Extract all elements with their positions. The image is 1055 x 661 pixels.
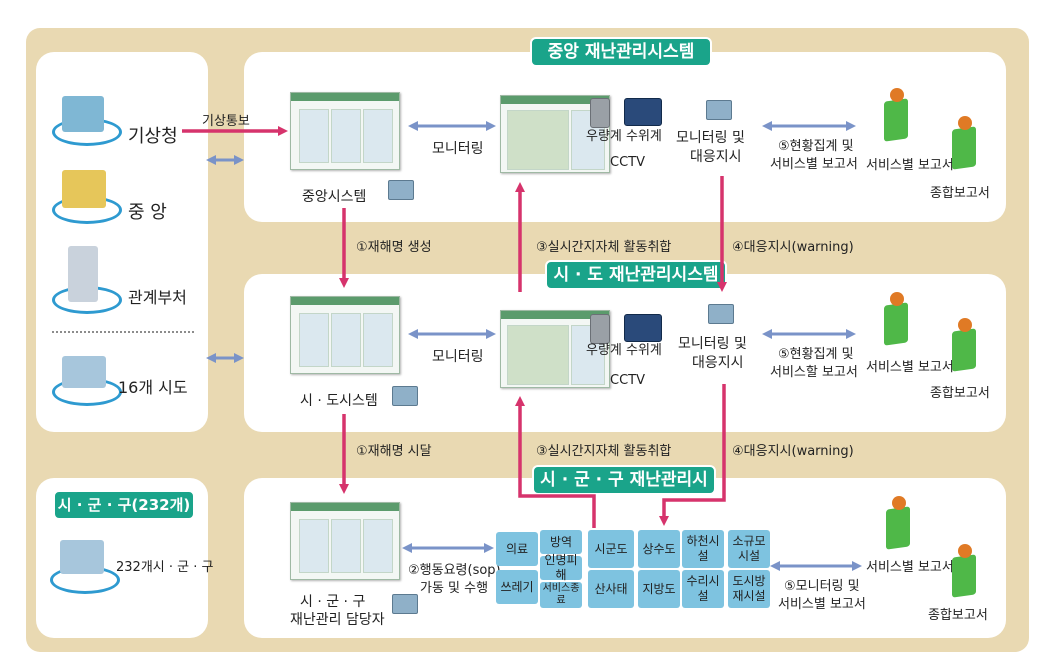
service-box-water-supply: 상수도 (638, 530, 680, 568)
central-service-report-icon-top (890, 88, 904, 102)
cities-label: 232개시 · 군 · 구 (116, 560, 214, 575)
arrow-realtime-1-label: ③실시간지자체 활동취합 (536, 240, 672, 255)
city-total-report-icon-top (958, 544, 972, 558)
service-box-city-road: 시군도 (588, 530, 634, 568)
city-sop-1: ②행동요령(sop) (408, 563, 501, 578)
cities-building-icon (60, 540, 104, 574)
central-monitor-screenshot (500, 95, 610, 173)
province-total-report-icon-top (958, 318, 972, 332)
service-box-waste: 쓰레기 (496, 570, 538, 604)
central-service-report-label: 서비스별 보고서 (866, 158, 954, 173)
service-box-small-facility: 소규모시설 (728, 530, 770, 568)
service-box-local-road: 지방도 (638, 570, 680, 608)
central-computer-icon (388, 180, 414, 200)
central-system-label: 중앙시스템 (302, 189, 367, 205)
arrow-deliver-label: ①재해명 시달 (356, 444, 432, 459)
city-service-report-label: 서비스별 보고서 (866, 560, 954, 575)
arrow-realtime-2-label: ③실시간지자체 활동취합 (536, 444, 672, 459)
province-service-report-icon-top (890, 292, 904, 306)
city-report-2: 서비스별 보고서 (778, 597, 866, 612)
city-banner: 시 · 군 · 구 재난관리시스템 (532, 465, 716, 516)
central-report-2: 서비스별 보고서 (770, 157, 858, 172)
provinces-label: 16개 시도 (118, 378, 188, 397)
central-monitoring-label: 모니터링 (432, 141, 484, 157)
central-system-screenshot (290, 92, 400, 170)
provinces-building-icon (62, 356, 106, 388)
province-water-label: 수위계 (626, 343, 662, 358)
left-divider (52, 331, 196, 333)
city-staff-2: 재난관리 담당자 (290, 612, 385, 628)
ministries-building-icon (68, 246, 98, 302)
arrow-command-2-label: ④대응지시(warning) (732, 444, 854, 459)
central-label: 중 앙 (128, 202, 167, 223)
province-total-report-label: 종합보고서 (930, 386, 990, 401)
central-monitor-cmd-2: 대응지시 (690, 149, 742, 165)
province-system-screenshot (290, 296, 400, 374)
city-count-banner: 시 · 군 · 구(232개) (53, 490, 195, 520)
central-water-label: 수위계 (626, 129, 662, 144)
command-2-arrow (659, 384, 726, 526)
central-water-gauge-icon (624, 98, 662, 126)
weather-building-icon (62, 96, 104, 132)
city-report-1: ⑤모니터링 및 (784, 579, 860, 594)
central-rain-gauge-icon (590, 98, 610, 128)
city-total-report-label: 종합보고서 (928, 608, 988, 623)
service-box-river: 하천시설 (682, 530, 724, 568)
service-box-irrigation: 수리시설 (682, 570, 724, 608)
province-report-1: ⑤현황집계 및 (778, 347, 854, 362)
province-monitor-cmd-icon (708, 304, 734, 324)
city-service-report-icon-top (892, 496, 906, 510)
province-report-2: 서비스할 보고서 (770, 365, 858, 380)
province-monitor-cmd-1: 모니터링 및 (678, 336, 747, 352)
service-box-landslide: 산사태 (588, 570, 634, 608)
province-monitor-cmd-2: 대응지시 (692, 355, 744, 371)
central-monitor-cmd-icon (706, 100, 732, 120)
province-computer-icon (392, 386, 418, 406)
province-cctv-label: CCTV (610, 373, 645, 388)
city-computer-icon (392, 594, 418, 614)
central-total-report-icon-top (958, 116, 972, 130)
province-service-report-label: 서비스별 보고서 (866, 360, 954, 375)
service-box-medical: 의료 (496, 532, 538, 566)
province-system-label: 시 · 도시스템 (300, 393, 378, 409)
ministries-label: 관계부처 (128, 288, 187, 307)
realtime-2-arrow (515, 396, 596, 528)
weather-notice-label: 기상통보 (202, 114, 250, 129)
central-cctv-label: CCTV (610, 155, 645, 170)
province-monitor-screenshot (500, 310, 610, 388)
arrow-command-1-label: ④대응지시(warning) (732, 240, 854, 255)
city-system-screenshot (290, 502, 400, 580)
province-rain-gauge-icon (590, 314, 610, 344)
central-total-report-label: 종합보고서 (930, 186, 990, 201)
city-staff-1: 시 · 군 · 구 (300, 594, 366, 610)
arrow-create-label: ①재해명 생성 (356, 240, 432, 255)
central-monitor-cmd-1: 모니터링 및 (676, 130, 745, 146)
central-rain-label: 우량계 (586, 129, 622, 144)
service-box-service-end: 서비스종료 (540, 582, 582, 608)
service-box-quarantine: 방역 (540, 530, 582, 554)
central-building-icon (62, 170, 106, 208)
province-rain-label: 우량계 (586, 343, 622, 358)
province-water-gauge-icon (624, 314, 662, 342)
province-monitoring-label: 모니터링 (432, 349, 484, 365)
weather-agency-label: 기상청 (128, 126, 178, 147)
service-box-urban-disaster: 도시방재시설 (728, 570, 770, 608)
central-banner: 중앙 재난관리시스템 (530, 37, 712, 67)
city-sop-2: 가동 및 수행 (420, 581, 489, 596)
central-report-1: ⑤현황집계 및 (778, 139, 854, 154)
service-box-casualty: 인명피해 (540, 553, 582, 582)
province-banner: 시 · 도 재난관리시스템 (545, 260, 727, 290)
